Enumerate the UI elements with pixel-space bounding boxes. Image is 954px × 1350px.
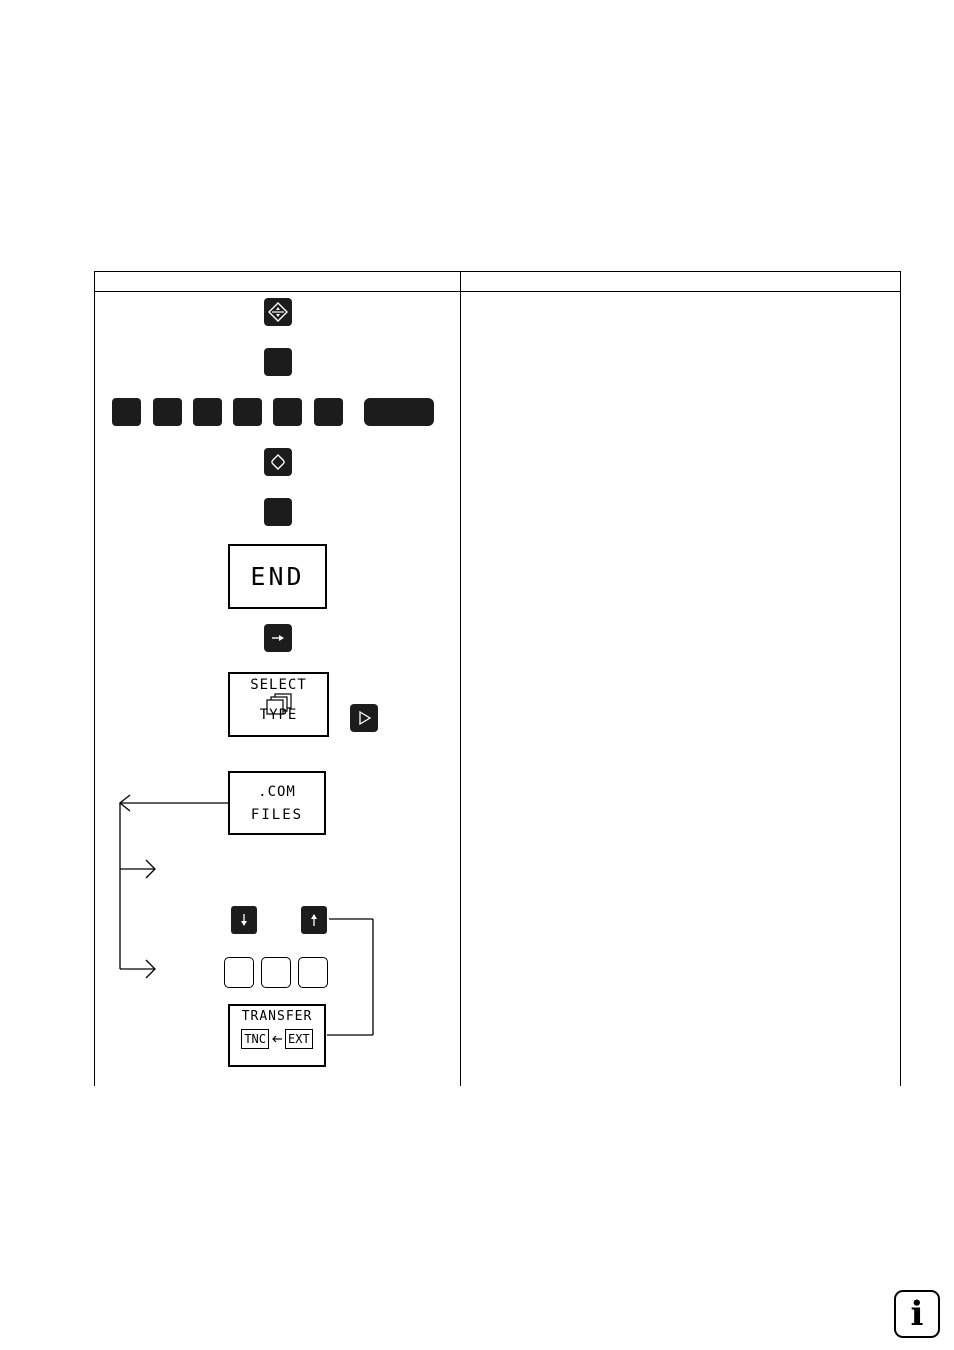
arrow-up-icon [309,912,319,928]
select-type-line1: SELECT [250,677,307,693]
select-type-line2: TYPE [259,707,298,723]
outline-key-2[interactable] [261,957,291,988]
end-softkey-label: END [250,562,305,591]
table-left-border [94,271,95,1086]
transfer-direction-group: TNC EXT [241,1029,313,1049]
info-badge: i [894,1290,940,1338]
table-header-divider [94,291,901,292]
cursor-right-key[interactable] [264,624,292,652]
transfer-title: TRANSFER [241,1009,313,1024]
digit-key-1[interactable] [112,398,141,426]
com-files-softkey[interactable]: .COM FILES [228,771,326,835]
next-softkey-row-key[interactable] [350,704,378,732]
table-column-divider [460,271,461,1086]
outline-key-3[interactable] [298,957,328,988]
outline-key-1[interactable] [224,957,254,988]
ext-label: EXT [285,1029,313,1049]
table-top-border [94,271,901,272]
digit-key-5[interactable] [273,398,302,426]
wide-key[interactable] [364,398,434,426]
transfer-softkey[interactable]: TRANSFER TNC EXT [228,1004,326,1067]
blank-key[interactable] [264,348,292,376]
select-type-softkey[interactable]: SELECT TYPE [228,672,329,737]
arrow-right-icon [270,632,286,644]
program-management-key[interactable] [264,448,292,476]
info-icon: i [910,1294,924,1334]
com-files-line2: FILES [250,806,304,823]
diamond-arrows-icon [267,301,289,323]
blank-key-2[interactable] [264,498,292,526]
digit-key-3[interactable] [193,398,222,426]
program-mode-key[interactable] [264,298,292,326]
arrow-down-key[interactable] [231,906,257,934]
digit-key-4[interactable] [233,398,262,426]
tnc-label: TNC [241,1029,269,1049]
transfer-arrow-left-icon [271,1034,283,1044]
digit-key-2[interactable] [153,398,182,426]
transfer-connector [327,912,377,1042]
arrow-down-icon [239,912,249,928]
stacked-files-icon [262,693,296,715]
up-down-arrow-icon [267,451,289,473]
triangle-right-icon [356,710,372,726]
end-softkey[interactable]: END [228,544,327,609]
flow-arrows [112,790,232,985]
table-right-border [900,271,901,1086]
arrow-up-key[interactable] [301,906,327,934]
com-files-line1: .COM [258,783,296,800]
digit-key-6[interactable] [314,398,343,426]
